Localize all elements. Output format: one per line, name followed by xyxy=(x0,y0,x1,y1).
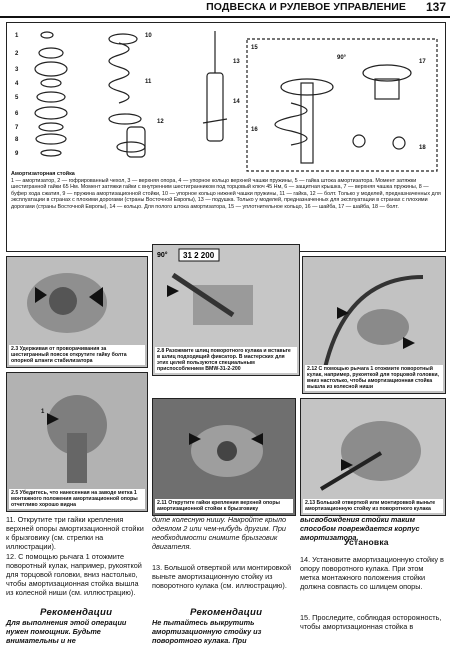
col2-paragraph-13: 13. Большой отверткой или монтировкой вы… xyxy=(152,563,292,590)
callout-angle: 90° xyxy=(337,55,347,61)
panel-2-3-caption: 2.3 Удерживая от проворачивания за шести… xyxy=(9,344,145,365)
callout-1: 1 xyxy=(15,33,19,39)
panel-2-12: 2.12 С помощью рычага 1 отожмите поворот… xyxy=(302,256,446,394)
strut-exploded-drawing: 1 2 3 4 5 6 7 8 9 10 11 12 13 14 15 16 1… xyxy=(15,31,438,172)
callout-3: 3 xyxy=(15,67,19,73)
callout-12: 12 xyxy=(157,119,164,125)
panel-2-8: 31 2 200 90° 2.8 Разожмите шлиц поворотн… xyxy=(152,244,300,376)
strut-caption-title: Амортизаторная стойка xyxy=(11,171,75,177)
panel-2-3: 2.3 Удерживая от проворачивания за шести… xyxy=(6,256,148,368)
col3-heading: Установка xyxy=(344,537,389,547)
callout-7: 7 xyxy=(15,125,19,131)
panel-2-5: 1 2.5 Убедитесь, что нанесенная на завод… xyxy=(6,372,148,512)
section-title: ПОДВЕСКА И РУЛЕВОЕ УПРАВЛЕНИЕ xyxy=(206,1,406,13)
angle-label: 90° xyxy=(157,251,168,259)
callout-15: 15 xyxy=(251,45,258,51)
panel-2-12-caption: 2.12 С помощью рычага 1 отожмите поворот… xyxy=(305,364,443,391)
callout-17: 17 xyxy=(419,59,426,65)
panel-2-5-caption: 2.5 Убедитесь, что нанесенная на заводе … xyxy=(9,488,145,509)
callout-10: 10 xyxy=(145,33,152,39)
panel-2-5-photo: 1 xyxy=(7,373,147,511)
callout-5: 5 xyxy=(15,95,19,101)
callout-13: 13 xyxy=(233,59,240,65)
col1-heading: Рекомендации xyxy=(40,607,113,618)
panel-2-13-caption: 2.13 Большой отверткой или монтировкой в… xyxy=(303,498,443,513)
strut-exploded-figure: 1 2 3 4 5 6 7 8 9 10 11 12 13 14 15 16 1… xyxy=(6,22,446,252)
strut-caption: Амортизаторная стойка 1 — амортизатор, 2… xyxy=(11,171,441,211)
panel-2-11-caption: 2.11 Открутите гайки крепления верхней о… xyxy=(155,498,293,513)
col2-heading: Рекомендации xyxy=(190,607,263,618)
callout-9: 9 xyxy=(15,151,19,157)
panel-2-13-photo xyxy=(301,399,445,515)
page-number: 137 xyxy=(425,0,446,14)
callout-14: 14 xyxy=(233,99,240,105)
callout-11: 11 xyxy=(145,79,152,85)
col1-recommendation: Для выполнения этой операции нужен помощ… xyxy=(6,618,127,645)
callout-16: 16 xyxy=(251,127,258,133)
col1-paragraph-11: 11. Открутите три гайки крепления верхне… xyxy=(6,515,144,551)
page-header: ПОДВЕСКА И РУЛЕВОЕ УПРАВЛЕНИЕ 137 xyxy=(0,0,450,18)
strut-caption-text: 1 — амортизатор, 2 — гофрированный чехол… xyxy=(11,177,441,210)
callout-4: 4 xyxy=(15,81,19,87)
panel-2-11: 2.11 Открутите гайки крепления верхней о… xyxy=(152,398,296,516)
svg-text:1: 1 xyxy=(41,409,45,415)
col1-paragraph-12: 12. С помощью рычага 1 отожмите поворотн… xyxy=(6,552,142,597)
col2-paragraph-cont: дите колесную нишу. Накройте крыло одеял… xyxy=(152,515,287,551)
callout-8: 8 xyxy=(15,137,19,143)
panel-2-11-photo xyxy=(153,399,295,515)
col3-paragraph-15: 15. Проследите, соблюдая осторожность, ч… xyxy=(300,613,442,631)
callout-6: 6 xyxy=(15,111,19,117)
panel-2-13: 2.13 Большой отверткой или монтировкой в… xyxy=(300,398,446,516)
col3-paragraph-14: 14. Установите амортизационную стойку в … xyxy=(300,555,444,591)
panel-2-8-caption: 2.8 Разожмите шлиц поворотного кулака и … xyxy=(155,346,297,373)
col2-recommendation: Не пытайтесь выкрутить амортизационную с… xyxy=(152,618,262,645)
col3-paragraph-cont: высвобождения стойки таким способом повр… xyxy=(300,515,420,542)
tool-label: 31 2 200 xyxy=(183,251,215,260)
callout-18: 18 xyxy=(419,145,426,151)
callout-2: 2 xyxy=(15,51,19,57)
